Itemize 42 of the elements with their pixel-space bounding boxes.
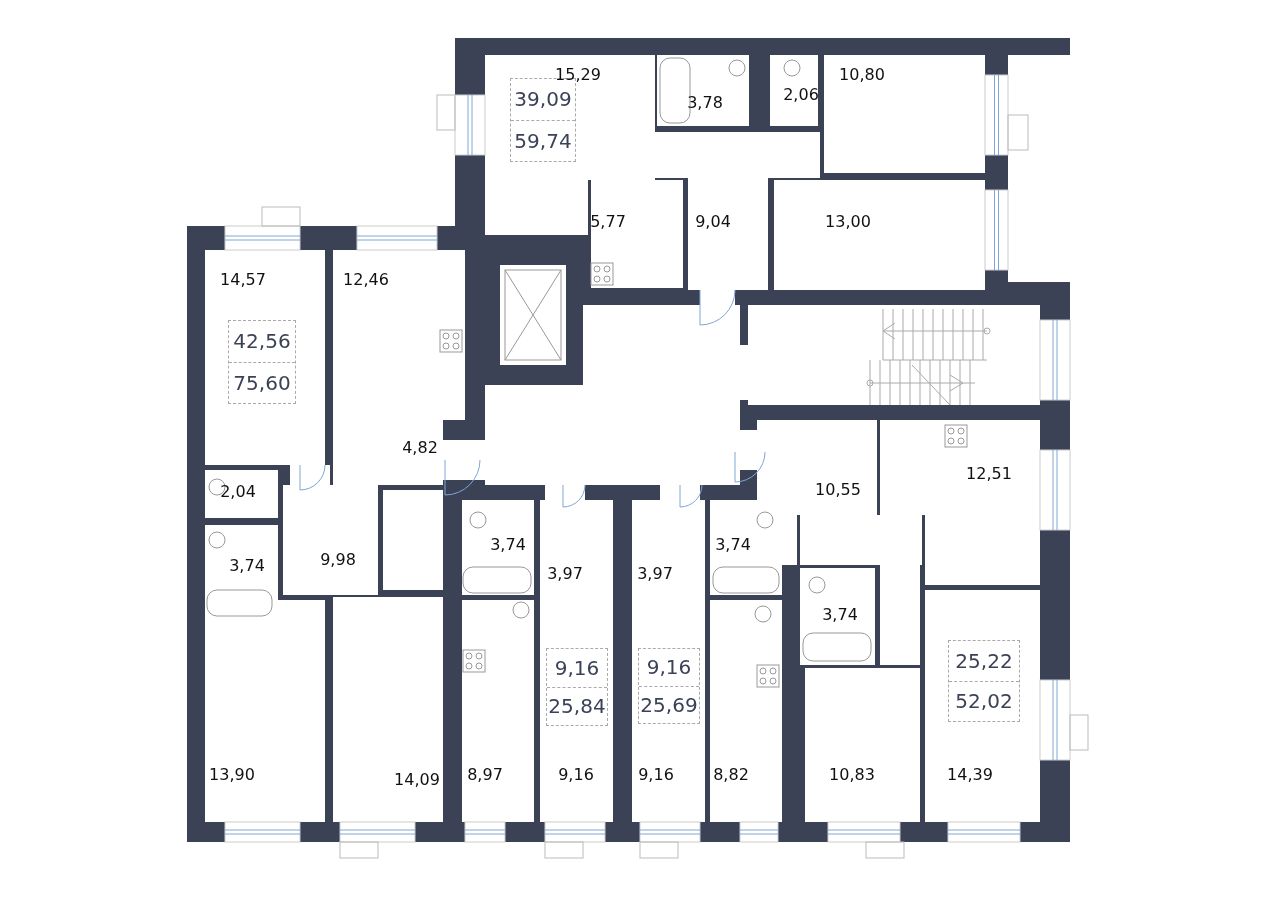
room-area-label: 2,04 (220, 484, 256, 500)
area-value: 52,02 (949, 680, 1019, 721)
room-area-label: 13,00 (825, 214, 871, 230)
room-area-label: 3,74 (229, 558, 265, 574)
area-value: 39,09 (513, 86, 573, 114)
area-value: 25,69 (639, 685, 699, 723)
room-area-label: 14,57 (220, 272, 266, 288)
room-area-label: 5,77 (590, 214, 626, 230)
room-area-label: 9,16 (558, 767, 594, 783)
room-area-label: 9,16 (638, 767, 674, 783)
area-value: 42,56 (232, 328, 292, 356)
room-area-label: 3,74 (490, 537, 526, 553)
area-value: 59,74 (511, 119, 575, 161)
room-area-label: 3,97 (637, 566, 673, 582)
area-value: 25,22 (954, 647, 1014, 675)
room-area-label: 12,46 (343, 272, 389, 288)
room-area-label: 8,82 (713, 767, 749, 783)
area-value: 9,16 (553, 654, 601, 682)
area-summary-box (546, 648, 608, 726)
area-summary-box (228, 320, 296, 404)
room-area-label: 10,83 (829, 767, 875, 783)
room-area-label: 3,74 (822, 607, 858, 623)
room-area-label: 15,29 (555, 67, 601, 83)
room-area-label: 8,97 (467, 767, 503, 783)
area-value: 9,16 (645, 654, 693, 682)
room-area-label: 3,78 (687, 95, 723, 111)
room-area-label: 13,90 (209, 767, 255, 783)
room-area-label: 3,97 (547, 566, 583, 582)
area-summary-box (948, 640, 1020, 722)
room-area-label: 9,98 (320, 552, 356, 568)
room-area-label: 12,51 (966, 466, 1012, 482)
room-area-label: 14,09 (394, 772, 440, 788)
room-area-label: 4,82 (402, 440, 438, 456)
area-summary-box (638, 648, 700, 724)
room-area-label: 9,04 (695, 214, 731, 230)
room-area-label: 10,80 (839, 67, 885, 83)
room-area-label: 3,74 (715, 537, 751, 553)
area-value: 75,60 (229, 361, 295, 403)
area-value: 25,84 (547, 686, 607, 725)
room-area-label: 14,39 (947, 767, 993, 783)
room-area-label: 2,06 (783, 87, 819, 103)
room-area-label: 10,55 (815, 482, 861, 498)
